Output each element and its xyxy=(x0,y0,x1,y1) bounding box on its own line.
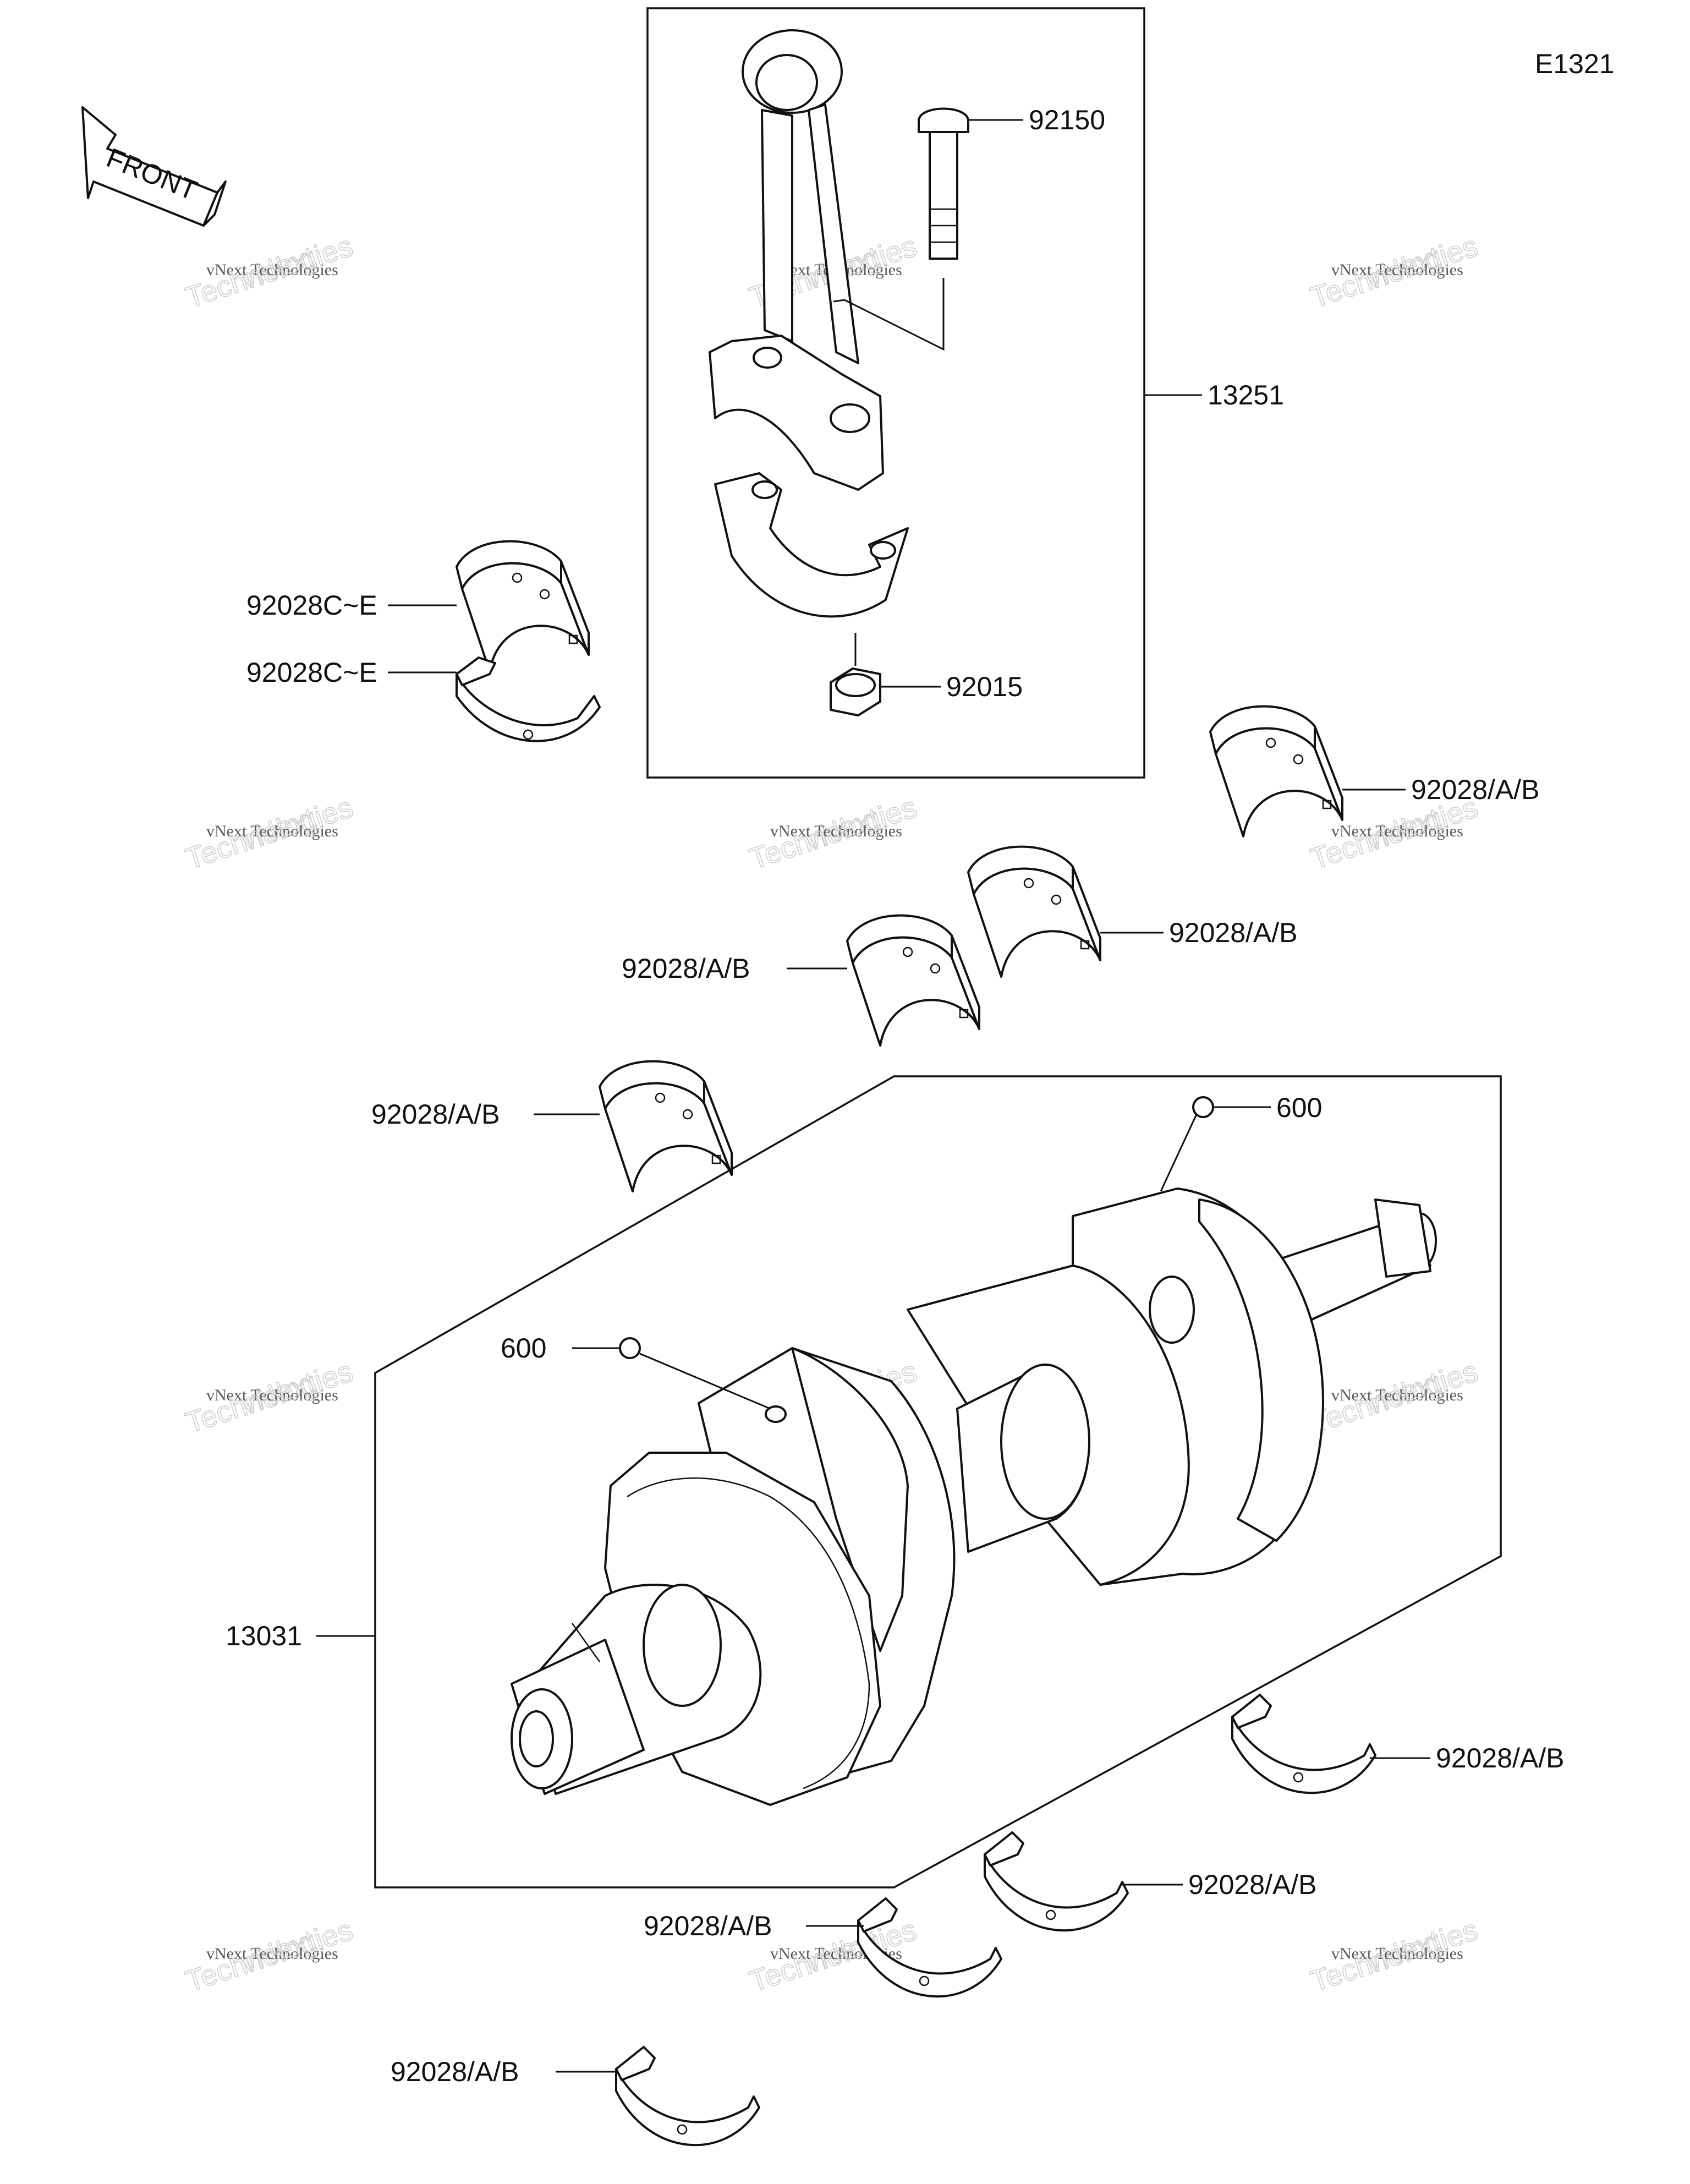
connecting-rod xyxy=(709,29,884,491)
label-main-bearing-2: 92028/A/B xyxy=(1169,917,1298,948)
label-bolt: 92150 xyxy=(1029,105,1105,135)
label-rod-bearing-upper: 92028C~E xyxy=(246,590,377,621)
label-main-bearing-4: 92028/A/B xyxy=(371,1099,500,1130)
ref-600-lower-marker xyxy=(619,1337,641,1359)
main-bearing-6 xyxy=(984,1831,1129,1932)
rod-bearing-lower xyxy=(456,656,601,742)
label-ref-600-upper: 600 xyxy=(1276,1092,1322,1123)
main-bearing-5 xyxy=(1231,1694,1376,1794)
main-bearing-8 xyxy=(615,2046,760,2147)
label-main-bearing-5: 92028/A/B xyxy=(1436,1743,1565,1774)
main-bearing-1 xyxy=(1209,705,1343,838)
label-main-bearing-3: 92028/A/B xyxy=(622,953,750,984)
connecting-rod-group-box xyxy=(646,7,1145,779)
rod-bolt xyxy=(918,107,969,260)
label-crankshaft: 13031 xyxy=(226,1621,302,1651)
ref-600-upper-marker xyxy=(1192,1096,1214,1118)
label-main-bearing-6: 92028/A/B xyxy=(1188,1869,1317,1900)
label-nut: 92015 xyxy=(946,671,1023,702)
crankshaft xyxy=(511,1187,1437,1806)
label-connecting-rod: 13251 xyxy=(1208,380,1284,410)
rod-nut xyxy=(830,667,881,716)
label-main-bearing-1: 92028/A/B xyxy=(1411,774,1540,805)
label-ref-600-lower: 600 xyxy=(501,1333,546,1364)
main-bearing-4 xyxy=(599,1060,733,1192)
front-arrow-icon: FRONT xyxy=(81,106,227,227)
label-main-bearing-7: 92028/A/B xyxy=(644,1911,772,1941)
rod-bearing-upper xyxy=(456,540,590,672)
main-bearing-3 xyxy=(846,914,980,1047)
crankshaft-group-box xyxy=(374,1075,1502,1889)
label-rod-bearing-lower: 92028C~E xyxy=(246,657,377,688)
connecting-rod-cap xyxy=(714,472,909,618)
main-bearing-2 xyxy=(967,845,1101,978)
diagram-code: E1321 xyxy=(1535,48,1615,79)
label-main-bearing-8: 92028/A/B xyxy=(391,2056,519,2087)
main-bearing-7 xyxy=(857,1897,1002,1998)
